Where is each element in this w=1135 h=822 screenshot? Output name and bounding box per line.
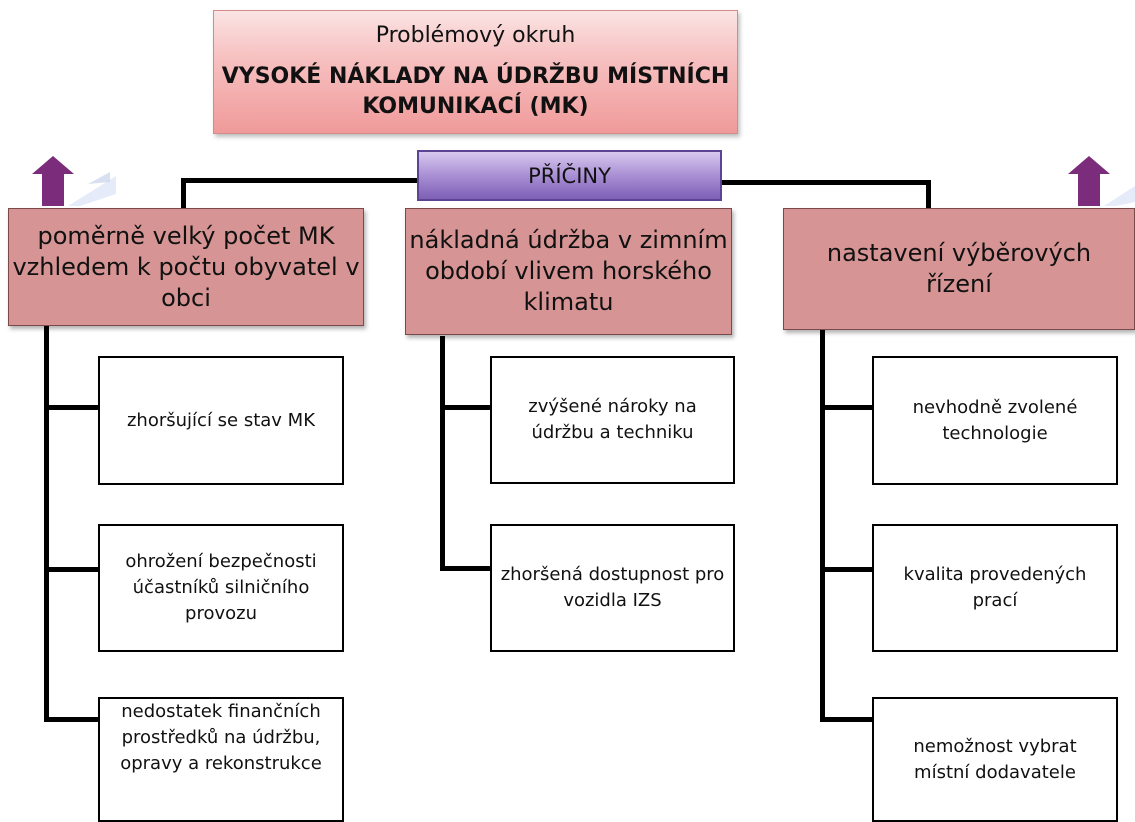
branch-col2-item2	[440, 566, 492, 571]
item-text-2-1: zvýšené nároky na údržbu a techniku	[528, 396, 697, 443]
causes-label: PŘÍČINY	[528, 163, 611, 188]
item-box-3-3: nemožnost vybrat místní dodavatele	[872, 697, 1118, 822]
cause-box-1: poměrně velký počet MK vzhledem k počtu …	[8, 208, 364, 326]
cause-box-2: nákladná údržba v zimním období vlivem h…	[405, 208, 732, 335]
item-text-1-1: zhoršující se stav MK	[126, 409, 316, 431]
branch-col1-item1	[44, 405, 100, 410]
spine-col-1	[44, 326, 49, 722]
causes-box: PŘÍČINY	[417, 150, 722, 201]
problem-area-box: Problémový okruh VYSOKÉ NÁKLADY NA ÚDRŽB…	[213, 10, 738, 134]
item-box-1-2: ohrožení bezpečnosti účastníků silničníh…	[98, 524, 344, 652]
up-arrow-icon-left	[32, 156, 116, 206]
cause-text-3: nastavení výběrových řízení	[826, 239, 1092, 298]
branch-col1-item3	[44, 717, 100, 722]
item-text-1-3: nedostatek finančních prostředků na údrž…	[120, 701, 322, 774]
item-box-3-2: kvalita provedených prací	[872, 524, 1118, 652]
branch-col1-item2	[44, 567, 100, 572]
item-text-3-3: nemožnost vybrat místní dodavatele	[913, 735, 1077, 783]
branch-col3-item1	[820, 405, 874, 410]
cause-box-3: nastavení výběrových řízení	[783, 208, 1135, 330]
up-arrow-icon-right	[1068, 156, 1135, 206]
item-box-1-3: nedostatek finančních prostředků na údrž…	[98, 697, 344, 822]
cause-text-2: nákladná údržba v zimním období vlivem h…	[409, 226, 728, 316]
problem-area-title: VYSOKÉ NÁKLADY NA ÚDRŽBU MÍSTNÍCH KOMUNI…	[221, 63, 730, 119]
branch-col3-item3	[820, 717, 874, 722]
cause-text-1: poměrně velký počet MK vzhledem k počtu …	[12, 221, 360, 312]
item-box-2-2: zhoršená dostupnost pro vozidla IZS	[490, 524, 735, 652]
branch-col2-item1	[440, 405, 492, 410]
item-text-3-1: nevhodně zvolené technologie	[912, 396, 1078, 444]
item-text-3-2: kvalita provedených prací	[903, 564, 1087, 611]
connector-top-right	[722, 180, 930, 185]
item-box-1-1: zhoršující se stav MK	[98, 356, 344, 485]
connector-drop-right	[926, 180, 931, 210]
problem-area-label: Problémový okruh	[375, 22, 576, 48]
connector-top-left	[183, 178, 417, 183]
spine-col-2	[440, 336, 445, 571]
item-box-3-1: nevhodně zvolené technologie	[872, 356, 1118, 485]
item-text-1-2: ohrožení bezpečnosti účastníků silničníh…	[125, 551, 317, 624]
spine-col-3	[820, 330, 825, 722]
item-box-2-1: zvýšené nároky na údržbu a techniku	[490, 356, 735, 484]
branch-col3-item2	[820, 567, 874, 572]
connector-drop-left	[181, 178, 186, 210]
item-text-2-2: zhoršená dostupnost pro vozidla IZS	[500, 564, 725, 611]
